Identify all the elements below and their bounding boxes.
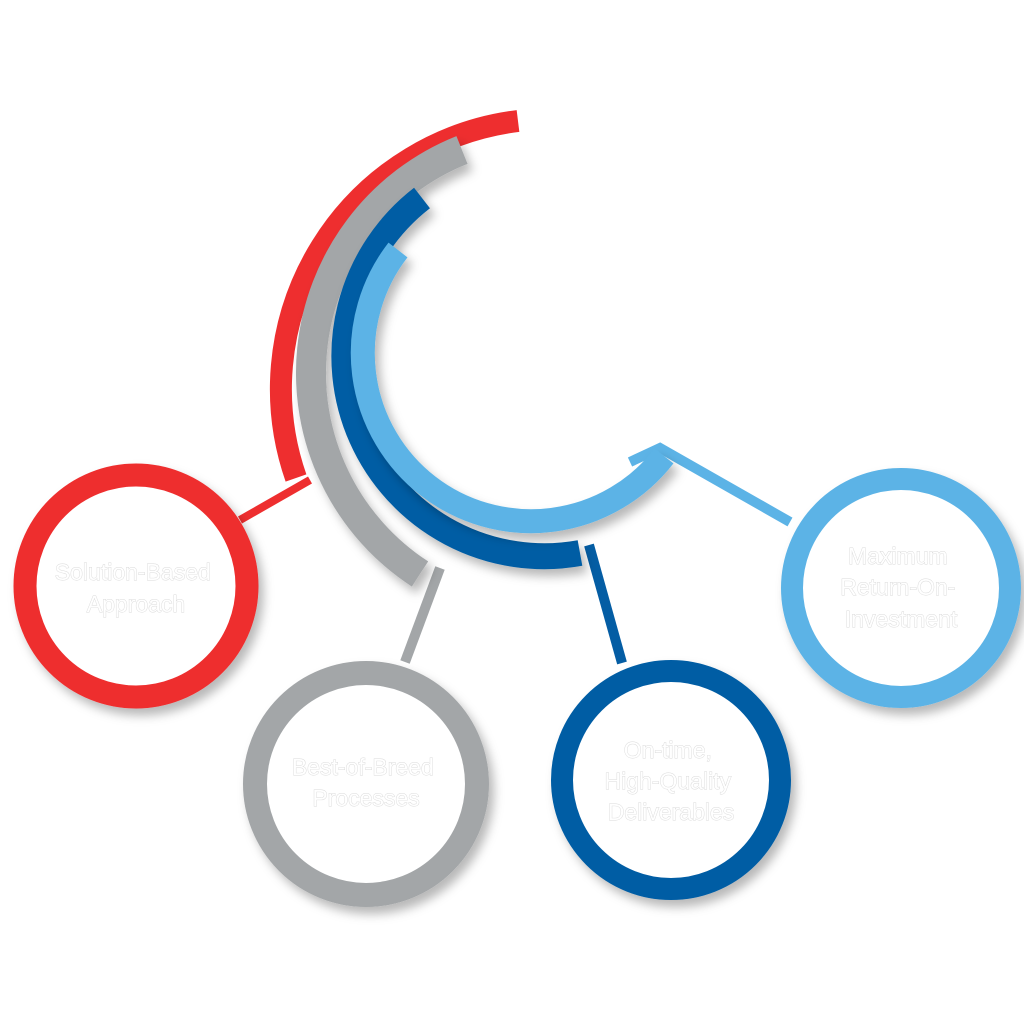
arc-gray [296,136,468,587]
label-best-line-2: Processes [312,785,419,811]
label-solution-line-2: Approach [87,591,185,617]
connector-best [400,566,445,664]
ring-best [243,661,489,907]
ring-ontime [551,660,791,900]
connector-maximum [627,442,793,527]
node-solution-based-approach: Solution-Based Approach [13,463,259,709]
label-best-line-1: Best-of-Breed [292,754,434,780]
ring-maximum [781,468,1021,708]
node-maximum-roi: Maximum Return-On- Investment [781,468,1021,708]
connector-solution [238,476,312,524]
arc-red [269,110,520,482]
label-ontime-line-3: Deliverables [608,799,735,825]
svg-text:Best-of-Breed Processes: Best-of-Breed Processes [292,754,440,811]
node-on-time-deliverables: On-time, High-Quality Deliverables [551,660,791,900]
arc-light-blue [350,242,674,534]
label-maximum-line-3: Investment [845,606,958,632]
label-ontime-line-1: On-time, [624,737,712,763]
ring-solution [13,463,259,709]
svg-text:Solution-Based Approach: Solution-Based Approach [55,559,217,617]
label-maximum-line-1: Maximum [848,543,948,569]
label-ontime-line-2: High-Quality [605,768,732,794]
connector-ontime [584,543,627,665]
label-solution-line-1: Solution-Based [55,559,211,585]
node-best-of-breed-processes: Best-of-Breed Processes [243,661,489,907]
svg-text:Maximum Return-On-: Maximum Return-On- Investment [840,543,961,632]
svg-text:On-time, High-Quality: On-time, High-Quality Deliverables [605,737,738,825]
label-maximum-line-2: Return-On- [840,574,955,600]
arc-dark-blue [331,187,583,570]
